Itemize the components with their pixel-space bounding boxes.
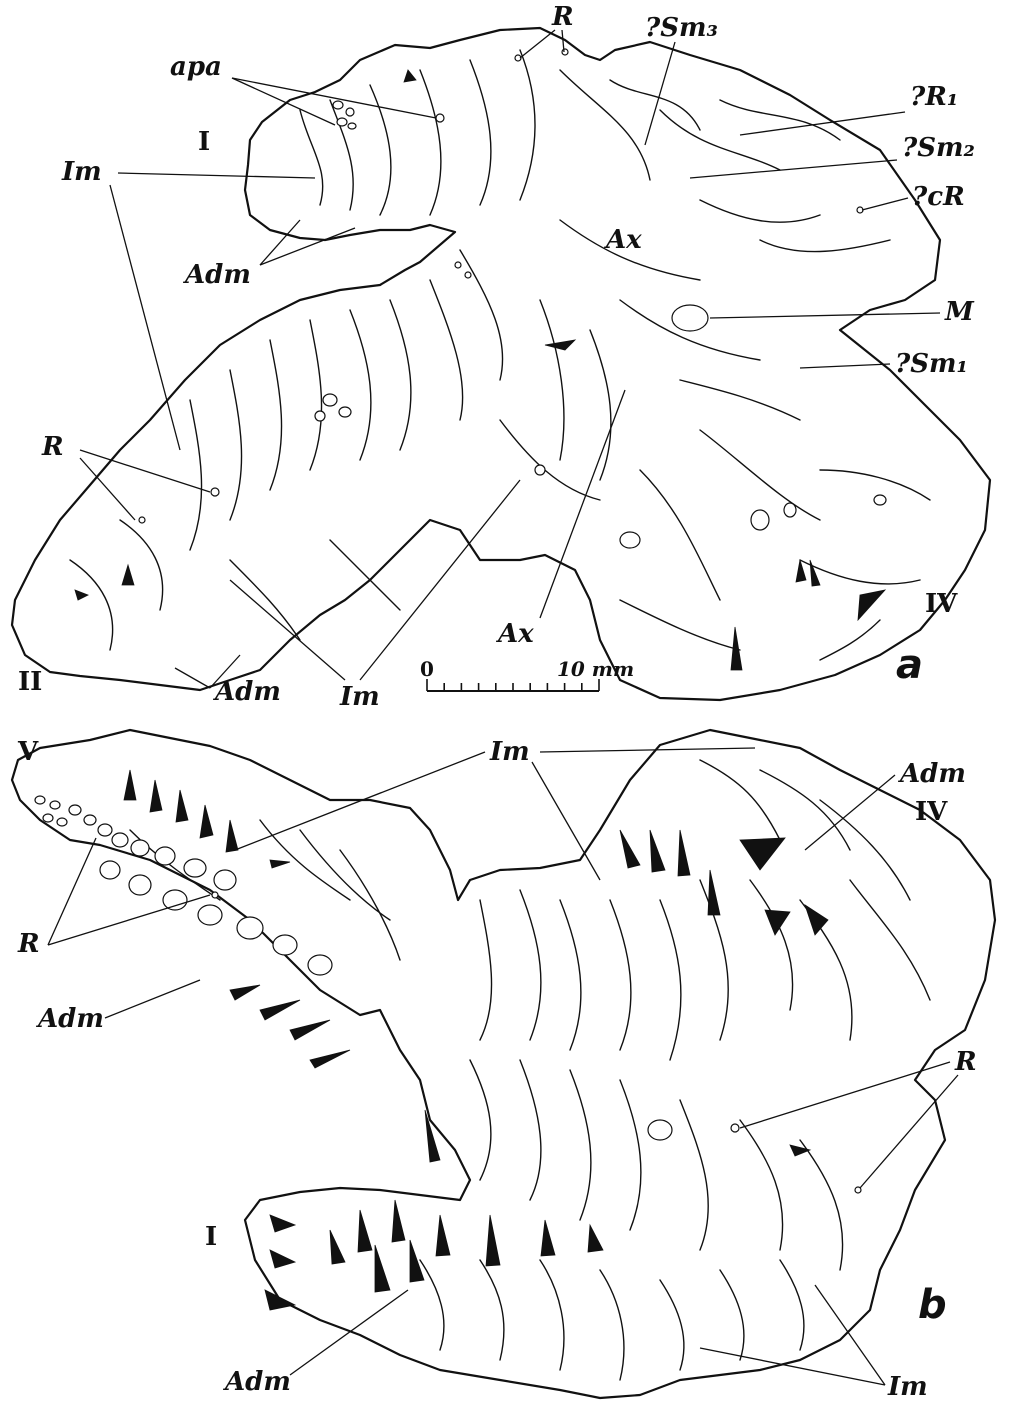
scale-end: 10 mm [557,657,634,681]
plate-number-V-b: V [17,737,39,767]
label-R-top: R [551,2,574,32]
panel-letter-b: b [918,1282,947,1328]
label-R-left: R [41,432,64,462]
label-Adm-lower: Adm [212,677,281,707]
panel-b: V IV I b Im Adm R Adm R Adm Im [12,730,995,1402]
label-R1: ?R₁ [910,82,958,112]
label-Im-b-top: Im [489,737,530,767]
plate-number-IV-a: IV [925,589,958,619]
label-Sm3: ?Sm₃ [645,13,718,43]
plate-number-II-a: II [18,667,42,697]
label-Sm2: ?Sm₂ [902,133,975,163]
label-Adm-b-bottom: Adm [222,1367,291,1397]
label-Im-b-bottom: Im [887,1372,928,1402]
scale-zero: 0 [420,657,434,681]
label-Ax-upper: Ax [603,225,642,255]
plate-number-I-b: I [205,1222,217,1252]
label-M: M [944,297,975,327]
label-R-b-right: R [954,1047,977,1077]
label-cR: ?cR [912,182,965,212]
panel-letter-a: a [896,642,923,688]
label-apa: apa [170,52,222,82]
plate-outline-b [12,730,995,1398]
scale-bar: 0 10 mm [420,657,634,691]
plate-I-outline-a [12,28,990,700]
label-Adm-b-left: Adm [35,1004,104,1034]
label-Im-top: Im [61,157,102,187]
label-R-b-left: R [17,929,40,959]
plate-number-I-a: I [198,127,210,157]
label-Sm1: ?Sm₁ [895,349,968,379]
label-Adm-upper: Adm [182,260,251,290]
label-Ax-lower: Ax [495,619,534,649]
label-Adm-b-top: Adm [897,759,966,789]
label-Im-lower: Im [339,682,380,712]
panel-a: apa R ?Sm₃ ?R₁ ?Sm₂ ?cR Im Ax Adm M ?Sm₁… [12,2,990,712]
plate-number-IV-b: IV [915,797,948,827]
